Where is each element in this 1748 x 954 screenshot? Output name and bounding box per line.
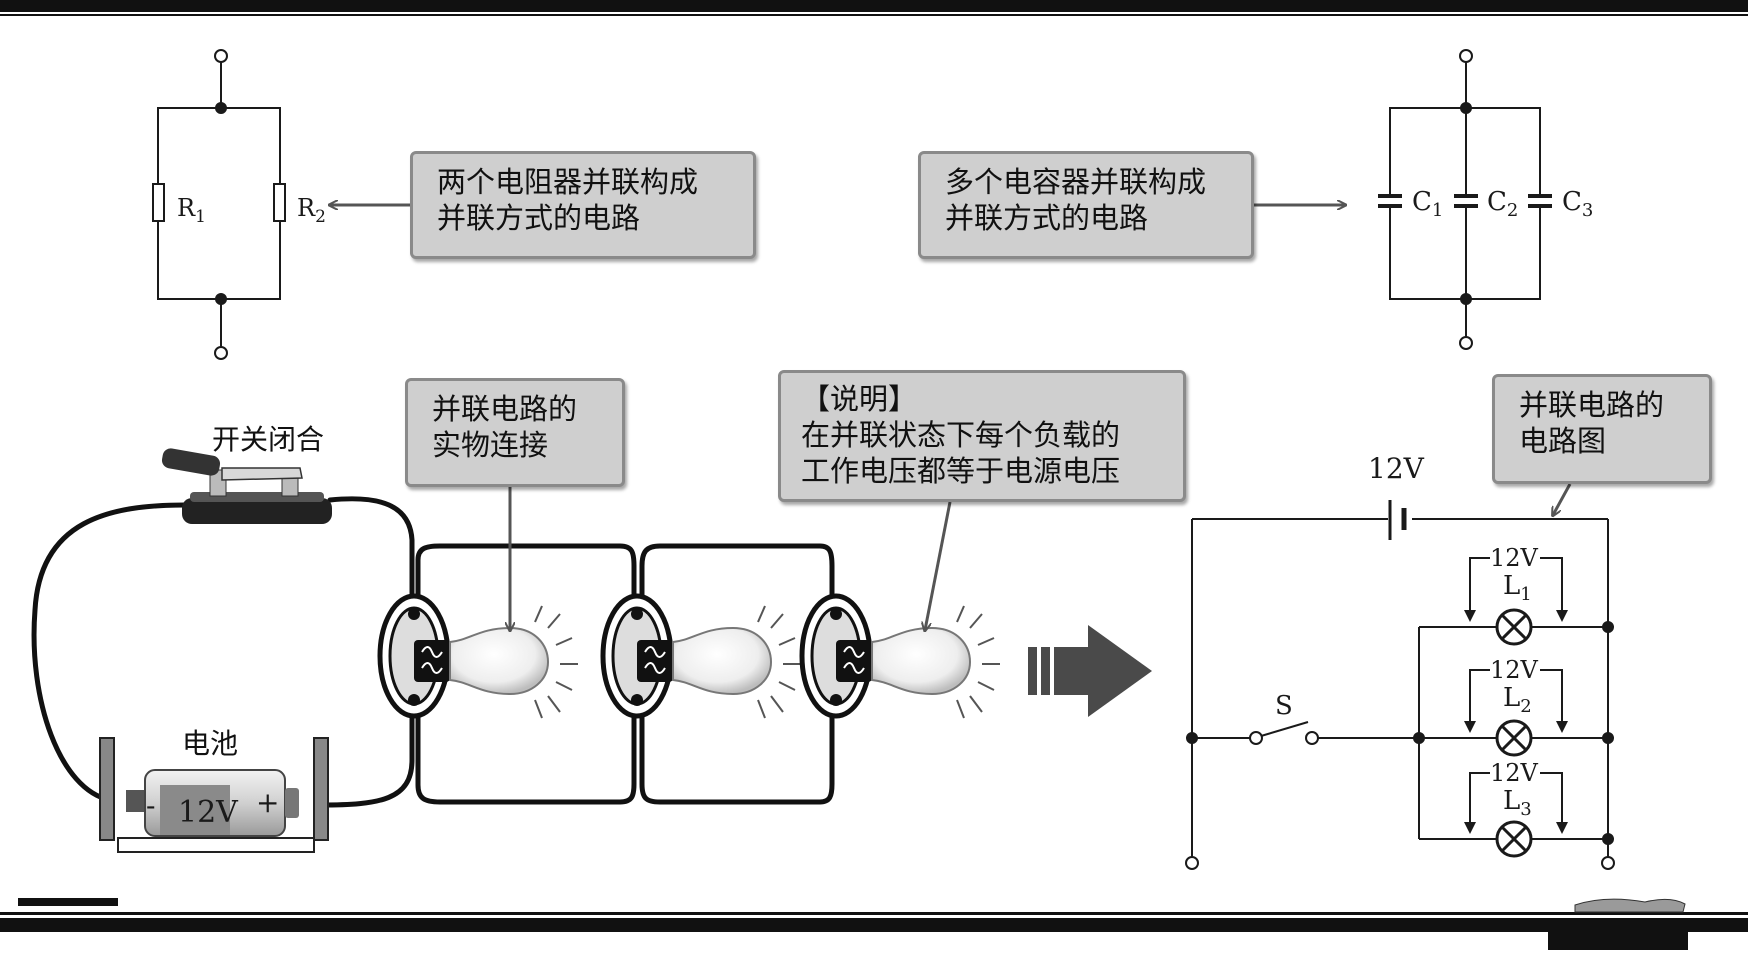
explanation-callout: 【说明】 在并联状态下每个负载的 工作电压都等于电源电压 xyxy=(778,370,1186,502)
callout-line: 电路图 xyxy=(1519,424,1607,458)
knife-switch xyxy=(161,448,332,524)
top-border xyxy=(0,0,1748,16)
lamp-1-label: L1 xyxy=(1503,571,1532,605)
callout-line: 在并联状态下每个负载的 xyxy=(801,418,1121,452)
battery-cell xyxy=(99,737,329,853)
schematic-callout-arrow xyxy=(1553,483,1572,515)
physical-wires xyxy=(31,496,835,808)
callout-line: 【说明】 xyxy=(801,382,918,416)
lamp-1-voltage-label: 12V xyxy=(1490,544,1539,572)
lamp-1 xyxy=(377,593,578,719)
schematic-callout: 并联电路的 电路图 xyxy=(1492,374,1712,484)
callout-line: 多个电容器并联构成 xyxy=(945,165,1207,199)
resistor-parallel-callout: 两个电阻器并联构成 并联方式的电路 xyxy=(410,151,756,259)
explanation-callout-arrow xyxy=(925,501,952,630)
transition-arrow xyxy=(1028,625,1152,717)
battery-voltage-label: 12V xyxy=(178,795,239,830)
c3-label: C3 xyxy=(1562,187,1593,221)
lamp-2 xyxy=(600,593,801,719)
callout-line: 工作电压都等于电源电压 xyxy=(801,454,1121,488)
schematic-switch-label: S xyxy=(1275,691,1293,721)
schematic-circuit xyxy=(1185,500,1615,870)
battery-label: 电池 xyxy=(182,727,239,760)
callout-line: 并联方式的电路 xyxy=(945,201,1149,235)
lamp-2-label: L2 xyxy=(1503,683,1532,717)
callout-line: 实物连接 xyxy=(432,428,549,462)
callout-line: 并联方式的电路 xyxy=(437,201,641,235)
battery-plus-sign: + xyxy=(256,786,279,819)
r2-label: R2 xyxy=(297,194,326,227)
lamp-3 xyxy=(799,593,1000,719)
c1-label: C1 xyxy=(1412,187,1443,221)
physical-connection-callout: 并联电路的 实物连接 xyxy=(405,378,625,487)
lamp-3-voltage-label: 12V xyxy=(1490,759,1539,787)
switch-closed-label: 开关闭合 xyxy=(212,423,325,456)
callout-line: 并联电路的 xyxy=(432,392,578,426)
capacitor-parallel-circuit xyxy=(1378,49,1552,350)
lamp-3-label: L3 xyxy=(1503,786,1532,820)
r1-label: R1 xyxy=(177,194,206,227)
battery-minus-sign: - xyxy=(146,789,155,822)
c2-label: C2 xyxy=(1487,187,1518,221)
callout-line: 并联电路的 xyxy=(1519,388,1665,422)
bottom-border xyxy=(0,898,1748,950)
source-voltage-label: 12V xyxy=(1368,452,1425,485)
capacitor-parallel-callout: 多个电容器并联构成 并联方式的电路 xyxy=(918,151,1254,259)
resistor-parallel-circuit xyxy=(152,49,286,360)
callout-line: 两个电阻器并联构成 xyxy=(437,165,699,199)
lamp-2-voltage-label: 12V xyxy=(1490,656,1539,684)
